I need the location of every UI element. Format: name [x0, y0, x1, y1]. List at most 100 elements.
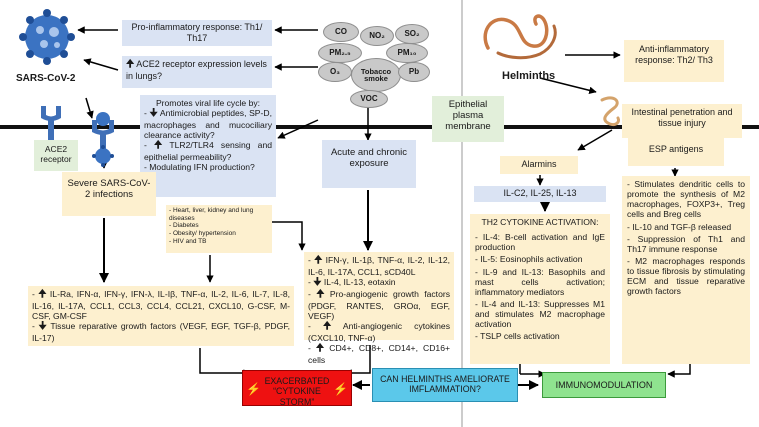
arrow-up-icon: 🠉 [314, 255, 323, 266]
virus-small-icon [92, 145, 114, 167]
arrow-pollutants-to-cycle [277, 119, 319, 139]
pollutant-cytokine-text: IL-4, IL-13, eotaxin [323, 276, 396, 287]
pollutant-voc: VOC [350, 90, 388, 108]
pollutant-cytokine-text: IFN-γ, IL-1β, TNF-α, IL-2, IL-12, IL-6, … [308, 255, 450, 277]
arrow-down-icon: 🠋 [149, 108, 158, 120]
pollutant-pm10: PM₁₀ [386, 43, 428, 63]
immunomodulation-box: IMMUNOMODULATION [542, 372, 666, 398]
th2-title: TH2 CYTOKINE ACTIVATION: [481, 217, 599, 227]
ace2-question-text: ACE2 receptor expression levels in lungs… [126, 59, 267, 81]
membrane-label: Epithelial plasma membrane [432, 96, 504, 142]
pollutant-no2: NO₂ [360, 26, 394, 46]
alarmin-list-text: IL-C2, IL-25, IL-13 [503, 188, 577, 198]
severe-infections-box: Severe SARS-CoV-2 infections [62, 172, 156, 216]
ace2-label: ACE2 receptor [34, 140, 78, 171]
ace2-receptor-icon [38, 104, 64, 152]
immunomodulation-text: IMMUNOMODULATION [555, 380, 653, 390]
question-box: CAN HELMINTHS AMELIORATE IMFLAMMATION? [372, 368, 518, 402]
arrow-esp-to-immuno [667, 364, 691, 378]
arrow-up-icon: 🠉 [154, 140, 163, 152]
comorbidity-item: - Obesity/ hypertension [169, 229, 236, 237]
arrow-comorbid-to-pollutant-cytokines [272, 221, 306, 251]
helminths-label: Helminths [502, 70, 556, 82]
esp-text: ESP antigens [648, 144, 704, 154]
pollutant-cytokine-item: - 🠉 Pro-angiogenic growth factors (PDGF,… [308, 288, 451, 321]
esp-effect-item: - M2 macrophages responds to tissue fibr… [627, 255, 745, 297]
sars-cytokine-text: IL-Ra, IFN-α, IFN-γ, IFN-λ, IL-Iβ, TNF-α… [32, 289, 291, 321]
cytokine-storm-box: ⚡ ⚡ EXACERBATED “CYTOKINE STORM” [242, 370, 352, 407]
arrow-helminths-to-worm [539, 77, 597, 95]
ace2-question-box: 🠉 ACE2 receptor expression levels in lun… [122, 56, 272, 88]
viral-cycle-item: - 🠉 TLR2/TLR4 sensing and epithelial per… [144, 140, 273, 163]
alarmins-text: Alarmins [521, 159, 557, 169]
arrow-up-icon: 🠉 [126, 59, 135, 70]
larva-icon [596, 92, 626, 132]
esp-box: ESP antigens [628, 136, 724, 166]
anti-inflammatory-text: Anti-inflammatory response: Th2/ Th3 [635, 44, 713, 65]
viral-cycle-item-text: Antimicrobial peptides, SP-D, macrophage… [144, 108, 272, 141]
pollutant-so2: SO₂ [395, 24, 429, 44]
th2-activation-box: TH2 CYTOKINE ACTIVATION: - IL-4: B-cell … [470, 214, 610, 364]
pro-inflammatory-box: Pro-inflammatory response: Th1/ Th17 [122, 20, 272, 46]
arrow-up-icon: 🠉 [316, 288, 325, 300]
sars-cytokine-text: Tissue reparative growth factors (VEGF, … [32, 321, 291, 343]
viral-cycle-item: - 🠋 Antimicrobial peptides, SP-D, macrop… [144, 108, 272, 141]
th2-item: - IL-4: B-cell activation and IgE produc… [475, 232, 605, 253]
pollutant-pb: Pb [398, 62, 430, 82]
pollutant-cytokine-text: Anti-angiogenic cytokines (CXCL10, TNF-α… [308, 320, 451, 343]
esp-effects-box: - Stimulates dendritic cells to promote … [622, 176, 750, 364]
viral-cycle-item: - Modulating IFN production? [144, 162, 255, 173]
sars-cytokine-item: - 🠋 Tissue reparative growth factors (VE… [32, 321, 291, 343]
pollutant-pm25: PM₂.₅ [318, 43, 362, 63]
comorbidity-item: - Diabetes [169, 222, 199, 230]
esp-effect-item: - Suppression of Th1 and Th17 immune res… [627, 233, 745, 254]
alarmins-box: Alarmins [500, 156, 578, 174]
arrow-ace2q-to-sars [83, 58, 119, 71]
receptor-bound-virus-icon [88, 110, 118, 150]
comorbidity-item: - HIV and TB [169, 237, 207, 245]
pollutant-cytokines-box: - 🠉 IFN-γ, IL-1β, TNF-α, IL-2, IL-12, IL… [304, 252, 454, 365]
pollutant-tobacco: Tobacco smoke [351, 58, 401, 92]
arrow-up-icon: 🠉 [322, 320, 332, 332]
question-text: CAN HELMINTHS AMELIORATE IMFLAMMATION? [380, 374, 510, 395]
pollutant-cytokine-item: - 🠋 IL-4, IL-13, eotaxin [308, 276, 396, 288]
virus-icon [14, 8, 80, 68]
pollutant-o3: O₃ [318, 62, 352, 82]
anti-inflammatory-box: Anti-inflammatory response: Th2/ Th3 [624, 40, 724, 82]
pollutant-cytokine-item: - 🠉 Anti-angiogenic cytokines (CXCL10, T… [308, 320, 451, 343]
lightning-icon: ⚡ [246, 382, 261, 396]
arrow-up-icon: 🠉 [315, 342, 325, 354]
comorbidities-box: - Heart, liver, kidney and lung diseases… [166, 205, 272, 253]
pollutant-cytokine-item: - 🠉 CD4+, CD8+, CD14+, CD16+ cells [308, 342, 450, 365]
lightning-icon: ⚡ [333, 382, 348, 396]
esp-effect-item: - IL-10 and TGF-β released [627, 221, 732, 232]
th2-item: - TSLP cells activation [475, 331, 560, 342]
esp-effect-item: - Stimulates dendritic cells to promote … [627, 179, 745, 220]
pollutant-cytokine-item: - 🠉 IFN-γ, IL-1β, TNF-α, IL-2, IL-12, IL… [308, 255, 450, 277]
arrow-up-icon: 🠉 [38, 289, 47, 300]
arrow-left-to-storm [199, 348, 251, 377]
th2-item: - IL-4 and IL-13: Suppresses M1 and stim… [475, 298, 605, 330]
pollutant-co: CO [323, 22, 359, 42]
arrow-down-icon: 🠋 [313, 276, 322, 288]
cytokine-storm-text: EXACERBATED “CYTOKINE STORM” [264, 376, 330, 407]
arrow-worm-to-alarmins [577, 129, 613, 151]
sars-cytokine-item: - 🠉 IL-Ra, IFN-α, IFN-γ, IFN-λ, IL-Iβ, T… [32, 289, 291, 321]
severe-infections-text: Severe SARS-CoV-2 infections [67, 178, 151, 201]
sars-label: SARS-CoV-2 [16, 73, 76, 84]
viral-cycle-title: Promotes viral life cycle by: [155, 98, 261, 108]
pollutant-cytokine-text: Pro-angiogenic growth factors (PDGF, RAN… [308, 288, 451, 321]
exposure-box: Acute and chronic exposure [322, 140, 416, 188]
pro-inflammatory-text: Pro-inflammatory response: Th1/ Th17 [131, 22, 263, 43]
alarmin-list-box: IL-C2, IL-25, IL-13 [474, 186, 606, 202]
penetration-box: Intestinal penetration and tissue injury [622, 104, 742, 138]
exposure-text: Acute and chronic exposure [330, 147, 408, 170]
sars-cytokines-box: - 🠉 IL-Ra, IFN-α, IFN-γ, IFN-λ, IL-Iβ, T… [28, 286, 294, 346]
pollutant-cytokine-text: CD4+, CD8+, CD14+, CD16+ cells [308, 342, 450, 365]
helminth-worm-icon [478, 8, 562, 66]
arrow-sars-to-receptor [85, 97, 94, 119]
viral-cycle-item-text: TLR2/TLR4 sensing and epithelial permeab… [144, 140, 273, 163]
th2-item: - IL-5: Eosinophils activation [475, 254, 583, 265]
th2-item: - IL-9 and IL-13: Basophils and mast cel… [475, 266, 605, 297]
arrow-down-icon: 🠋 [38, 321, 47, 333]
